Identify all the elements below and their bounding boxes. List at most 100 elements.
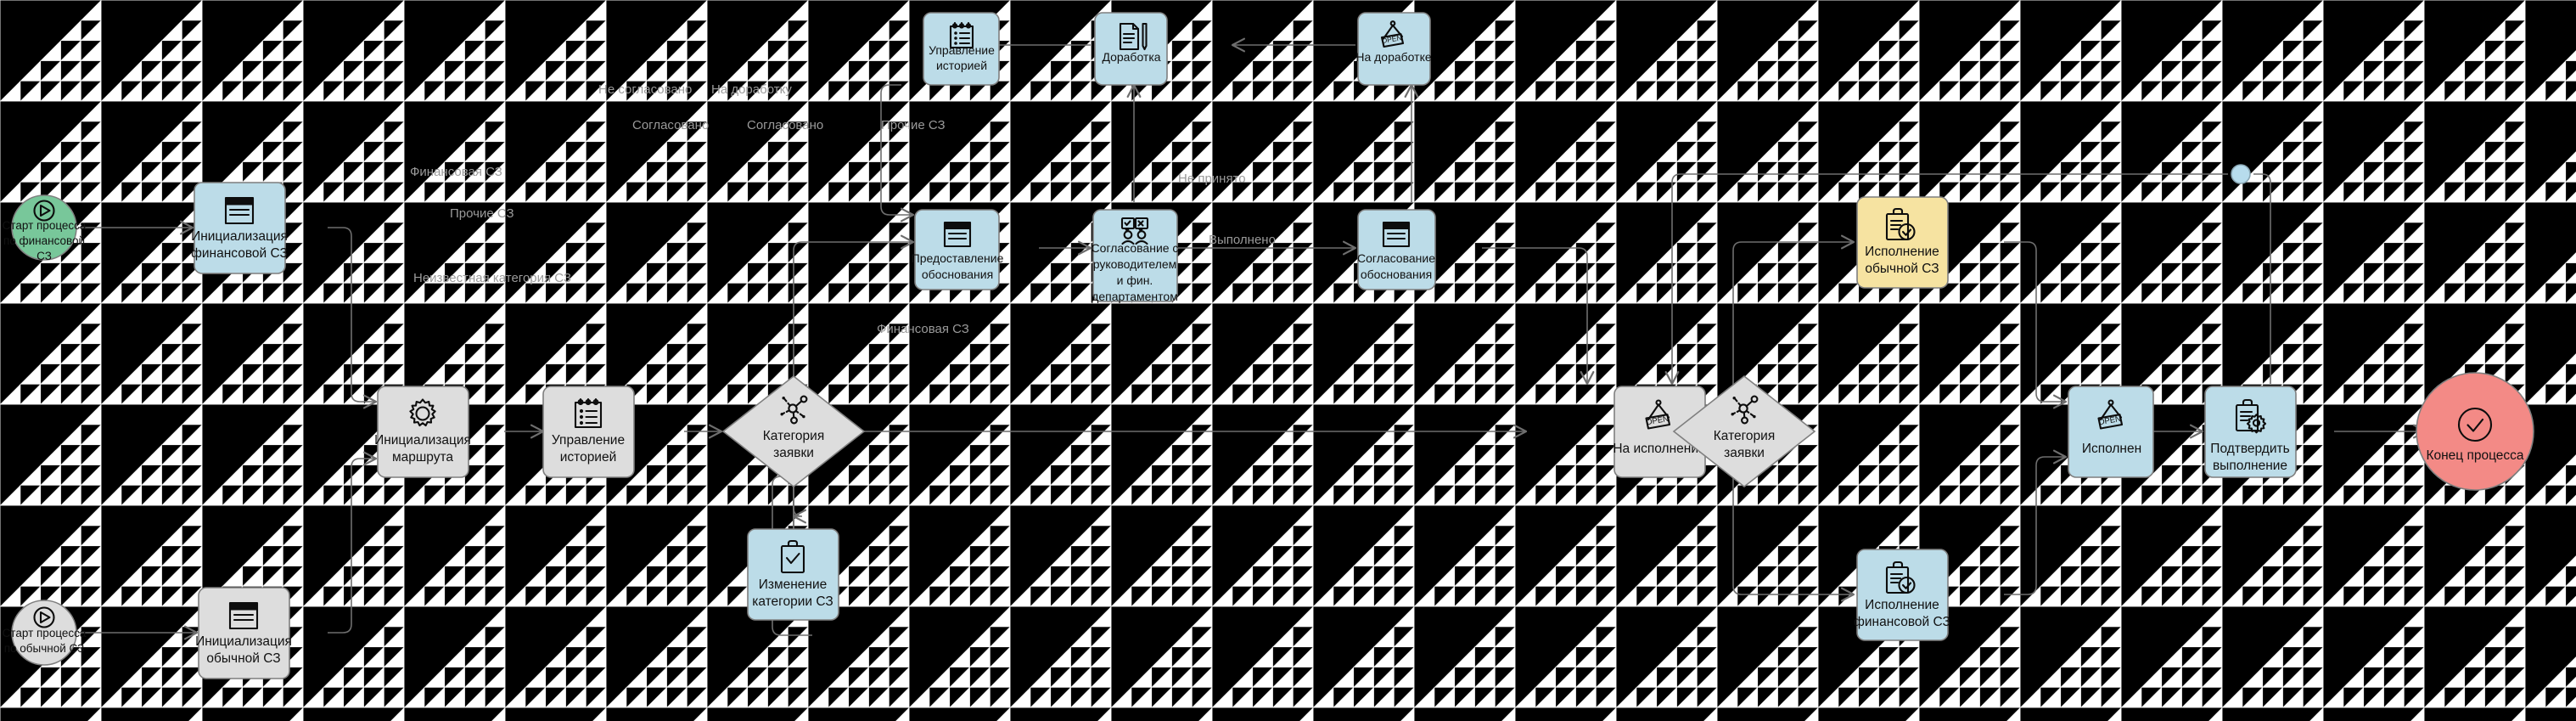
svg-text:OPEN: OPEN: [1645, 414, 1670, 427]
node-label: Согласование с: [1092, 241, 1179, 255]
node-label: На доработке: [1355, 50, 1432, 64]
node-status-in-rework[interactable]: OPEN На доработке: [1355, 12, 1432, 86]
play-circle-icon: [33, 606, 55, 628]
edge-init-fin-to-init-route: [328, 227, 378, 409]
node-label: СЗ: [36, 250, 52, 262]
node-label: финансовой СЗ: [191, 246, 288, 261]
node-rework[interactable]: Доработка: [1094, 12, 1168, 86]
node-label: Согласование: [1357, 251, 1435, 265]
node-label: Инициализация: [374, 433, 471, 448]
node-provide-justification[interactable]: Предоставление обоснования: [912, 209, 1004, 290]
clipboard-gear-icon: [2235, 398, 2267, 434]
window-list-icon: [228, 601, 259, 630]
node-label: обоснования: [922, 268, 993, 281]
doc-pen-icon: [1119, 22, 1148, 51]
edge-label-not-agreed: Не согласовано: [598, 82, 692, 97]
node-label: Изменение: [759, 577, 828, 592]
edge-waypoint-handle[interactable]: [2231, 164, 2251, 184]
branch-icon: [780, 395, 808, 425]
clipboard-check-icon: [780, 539, 805, 574]
checklist-icon: [949, 21, 974, 49]
node-label: Конец процесса: [2426, 448, 2523, 463]
node-status-in-execution[interactable]: OPEN На исполнении: [1613, 386, 1706, 478]
node-label: департаментом: [1092, 290, 1178, 303]
node-label: заявки: [773, 446, 814, 460]
node-approve-justification[interactable]: Согласование обоснования: [1357, 209, 1436, 290]
check-circle-icon: [2457, 407, 2493, 442]
node-label: и фин.: [1117, 273, 1153, 287]
checklist-icon: [574, 397, 603, 429]
edge-execfin-to-stdone: [2004, 449, 2068, 595]
node-label: Старт процесса: [3, 219, 87, 232]
node-label: Старт процесса: [3, 627, 87, 639]
window-list-icon: [943, 221, 972, 248]
node-label: Управление: [929, 43, 995, 57]
edge-label-agreed-2: Согласовано: [747, 118, 823, 132]
node-execute-financial[interactable]: Исполнение финансовой СЗ: [1854, 549, 1950, 641]
node-label: финансовой СЗ: [1854, 615, 1950, 629]
node-label: категории СЗ: [752, 594, 833, 609]
clipboard-check-circle-icon: [1885, 560, 1916, 594]
edge-hist2-to-provide: [880, 84, 915, 222]
node-label: выполнение: [2213, 459, 2287, 473]
node-label: обычной СЗ: [1865, 262, 1939, 276]
two-people-approve-icon: [1120, 217, 1149, 245]
node-label: Исполнение: [1865, 598, 1939, 612]
node-label: Предоставление: [912, 251, 1004, 265]
node-label: обычной СЗ: [206, 651, 280, 666]
node-init-financial[interactable]: Инициализация финансовой СЗ: [191, 182, 288, 274]
edge-label-financial-sz-2: Финансовая СЗ: [877, 322, 969, 336]
node-approve-manager-findept[interactable]: Согласование с руководителем и фин. депа…: [1092, 209, 1179, 303]
node-label: На исполнении: [1613, 442, 1705, 456]
node-label: маршрута: [392, 450, 453, 465]
node-label: по финансовой: [3, 234, 85, 247]
node-process-end[interactable]: Конец процесса: [2416, 372, 2534, 491]
edge-confirm-notaccepted-up: [2253, 173, 2271, 384]
node-start-financial[interactable]: Старт процесса по финансовой СЗ: [3, 194, 87, 262]
node-label: по обычной СЗ: [4, 642, 85, 655]
edge-label-financial-sz-1: Финансовая СЗ: [410, 165, 502, 179]
edge-gw2-fin-to-execfin: [1732, 470, 1855, 602]
node-label: обоснования: [1361, 268, 1432, 281]
node-execute-usual[interactable]: Исполнение обычной СЗ: [1856, 196, 1949, 289]
play-circle-icon: [33, 200, 55, 222]
node-status-done[interactable]: OPEN Исполнен: [2068, 386, 2154, 478]
node-label: Инициализация: [191, 229, 288, 244]
node-label: историей: [936, 59, 987, 72]
open-sign-icon: OPEN: [1645, 399, 1671, 430]
node-label: историей: [560, 450, 617, 465]
node-history-management-1[interactable]: Управление историей: [542, 386, 635, 478]
open-sign-icon: OPEN: [1381, 20, 1405, 48]
gateway-request-category-1[interactable]: Категория заявки: [721, 375, 866, 488]
node-label: Категория: [1714, 429, 1775, 443]
node-label: Исполнение: [1865, 245, 1939, 259]
clipboard-check-circle-icon: [1885, 207, 1916, 241]
node-confirm-completion[interactable]: Подтвердить выполнение: [2204, 386, 2297, 478]
edge-label-unknown-category: Неизвестная категория СЗ: [413, 271, 571, 285]
node-start-usual[interactable]: Старт процесса по обычной СЗ: [3, 600, 87, 666]
edge-label-other-sz-1: Прочие СЗ: [450, 206, 514, 221]
node-label: Подтвердить: [2210, 442, 2289, 456]
edge-labels-layer: Финансовая СЗ Прочие СЗ Неизвестная кате…: [410, 82, 1276, 336]
gateway-request-category-2[interactable]: Категория заявки: [1672, 375, 1816, 488]
node-change-category[interactable]: Изменение категории СЗ: [747, 528, 839, 621]
edge-label-to-rework: На доработку: [711, 82, 792, 97]
edge-label-agreed-1: Согласовано: [632, 118, 709, 132]
node-history-management-2[interactable]: Управление историей: [923, 12, 1000, 86]
window-list-icon: [224, 196, 255, 225]
node-init-route[interactable]: Инициализация маршрута: [374, 386, 471, 478]
node-label: Категория: [763, 429, 824, 443]
branch-icon: [1731, 395, 1759, 425]
node-init-usual[interactable]: Инициализация обычной СЗ: [195, 587, 292, 679]
node-label: Управление: [552, 433, 625, 448]
svg-text:OPEN: OPEN: [2097, 414, 2122, 427]
edge-approvejust-agreed-to-exec: [1482, 247, 1595, 386]
node-label: Инициализация: [195, 634, 292, 649]
open-sign-icon: OPEN: [2097, 399, 2124, 430]
edge-label-completed: Выполнено: [1209, 233, 1276, 247]
edge-init-usual-to-init-route: [328, 451, 378, 634]
edge-label-not-accepted: Не принято: [1178, 172, 1246, 186]
node-label: заявки: [1724, 446, 1765, 460]
